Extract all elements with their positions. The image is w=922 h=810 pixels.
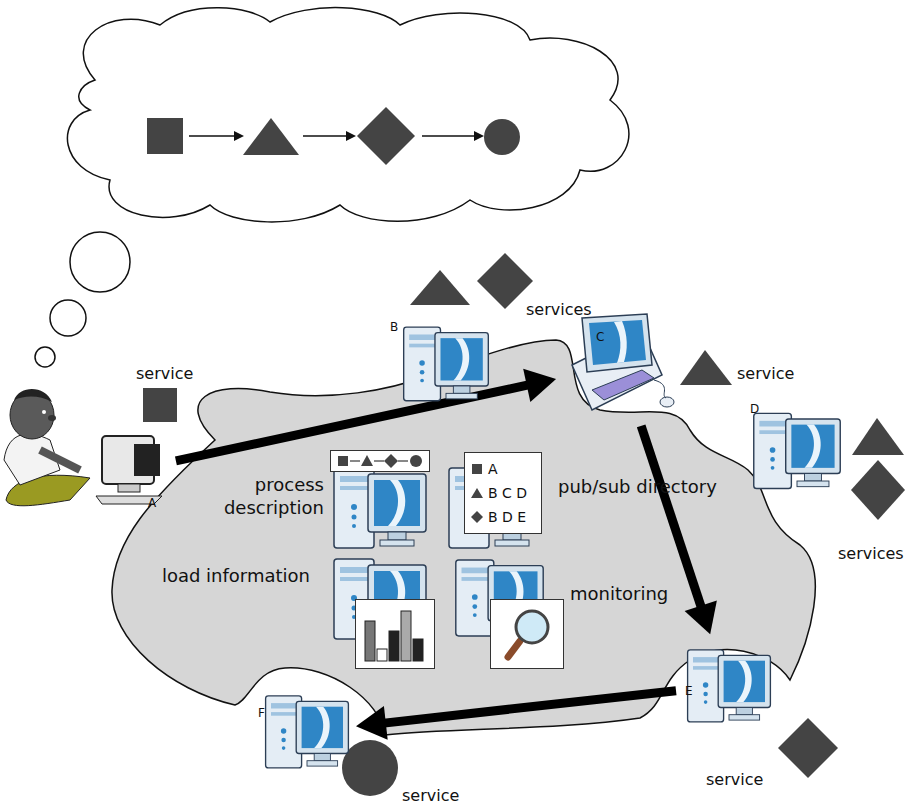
computer-letter: D (750, 402, 759, 416)
computer-letter: E (685, 684, 693, 698)
service-symbol (471, 487, 483, 499)
service-symbol (471, 463, 483, 475)
server-label: load information (160, 565, 310, 588)
service-computer: B (388, 316, 492, 410)
server-label: pub/sub directory (558, 476, 717, 499)
computer-icon (90, 430, 170, 510)
service-symbols (143, 253, 905, 796)
thought-bubbles (35, 232, 130, 367)
computer-letter: B (390, 320, 398, 334)
server-label: monitoring (570, 583, 668, 606)
server-label: process description (200, 474, 324, 519)
process-description-server: process description (200, 450, 435, 552)
thought-cloud (67, 8, 628, 222)
load-chart (355, 599, 435, 669)
flow-thumbnail (330, 450, 430, 472)
service-label: service (706, 770, 763, 789)
directory-server: pub/sub directoryAB C DB D E (440, 450, 650, 552)
directory-entry: A (488, 461, 498, 477)
service-computer: D (744, 398, 844, 498)
directory-row: B D E (471, 505, 535, 529)
computer-icon (330, 462, 430, 552)
computer-letter: F (258, 706, 265, 720)
monitoring-server: monitoring (452, 553, 652, 673)
flow-arrow (176, 369, 556, 461)
service-label: services (838, 544, 904, 563)
service-computer: E (680, 638, 774, 732)
directory-entry: B C D (488, 485, 527, 501)
directory-table: A B C D B D E (464, 452, 542, 534)
service-label: service (737, 364, 794, 383)
directory-row: B C D (471, 481, 535, 505)
computer-letter: C (596, 330, 604, 344)
computer-letter: A (148, 496, 156, 510)
flow-arrow (356, 691, 676, 740)
client-computer: A (86, 430, 172, 512)
magnifier (490, 599, 564, 669)
service-computer: C (560, 308, 682, 422)
person (4, 389, 90, 506)
load-information-server: load information (160, 553, 440, 673)
computer-icon (562, 310, 682, 420)
computer-icon (262, 686, 352, 776)
computer-icon (400, 318, 492, 408)
service-label: services (526, 300, 592, 319)
service-label: service (402, 786, 459, 805)
directory-row: A (471, 457, 535, 481)
directory-entry: B D E (488, 509, 526, 525)
computer-icon (750, 404, 844, 496)
process-flow (147, 107, 520, 165)
service-symbol (471, 511, 483, 523)
service-computer: F (256, 686, 352, 778)
computer-icon (684, 640, 774, 730)
service-label: service (136, 364, 193, 383)
